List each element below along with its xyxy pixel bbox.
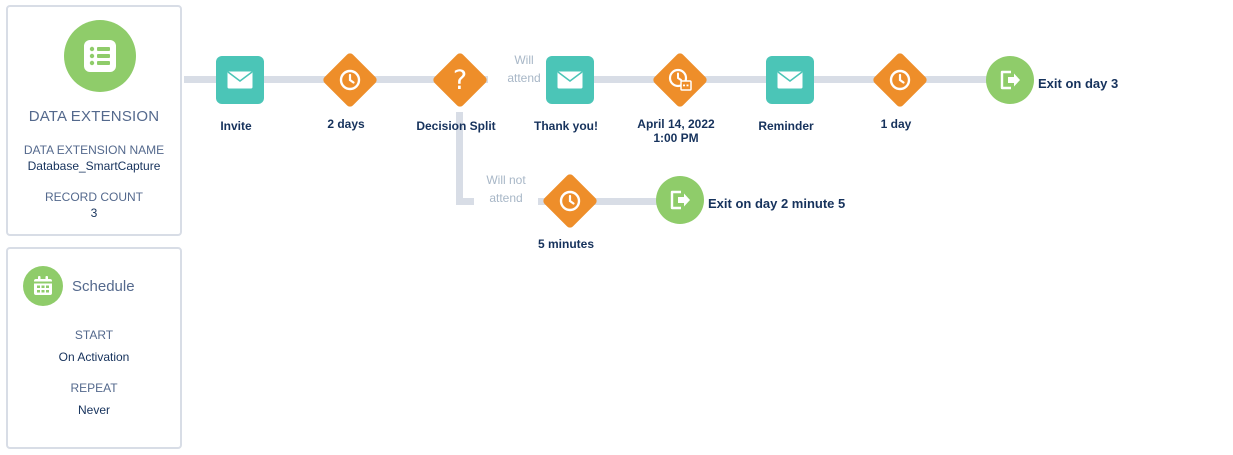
wait-until-time-value: 1:00 PM <box>653 131 699 145</box>
schedule-repeat-value: Never <box>77 403 110 417</box>
data-extension-name-value: Database_SmartCapture <box>27 159 161 173</box>
wait-label-1-day: 1 day <box>880 117 912 131</box>
wait-label-2-days: 2 days <box>327 117 365 131</box>
wait-until-date-value: April 14, 2022 <box>637 117 715 131</box>
exit-label-top: Exit on day 3 <box>1038 76 1119 91</box>
clock-icon <box>330 60 370 100</box>
branch-vertical-path <box>456 112 463 205</box>
record-count-value: 3 <box>90 206 98 220</box>
schedule-card[interactable]: Schedule START On Activation REPEAT Neve… <box>6 247 182 449</box>
entry-source-title: DATA EXTENSION <box>28 108 160 125</box>
decision-split-label: Decision Split <box>416 119 496 133</box>
schedule-title: Schedule <box>72 278 135 295</box>
email-label-thank-you: Thank you! <box>533 119 598 133</box>
clock-icon <box>550 181 590 221</box>
exit-activity-top[interactable] <box>986 56 1034 104</box>
clock-calendar-icon <box>660 60 700 100</box>
wait-until-date-label: April 14, 2022 1:00 PM <box>616 117 736 145</box>
exit-label-bottom: Exit on day 2 minute 5 <box>708 196 846 211</box>
wait-label-5-minutes: 5 minutes <box>537 237 594 251</box>
exit-icon <box>1000 70 1020 90</box>
schedule-start-value: On Activation <box>58 350 130 364</box>
exit-activity-bottom[interactable] <box>656 176 704 224</box>
exit-icon <box>670 190 690 210</box>
calendar-icon <box>23 266 63 306</box>
data-extension-name-label: DATA EXTENSION NAME <box>23 143 165 157</box>
email-label-invite: Invite <box>220 119 252 133</box>
question-icon: ? <box>452 64 468 96</box>
schedule-repeat-label: REPEAT <box>70 381 118 395</box>
email-activity-reminder[interactable] <box>766 56 814 104</box>
branch-label-bg <box>474 170 538 210</box>
email-label-reminder: Reminder <box>758 119 814 133</box>
clock-icon <box>880 60 920 100</box>
branch-label-will-attend: Will attend <box>507 53 541 85</box>
envelope-icon <box>557 71 583 89</box>
email-activity-invite[interactable] <box>216 56 264 104</box>
email-activity-thank-you[interactable] <box>546 56 594 104</box>
entry-source-card[interactable]: DATA EXTENSION DATA EXTENSION NAME Datab… <box>6 5 182 236</box>
branch-label-will-not-attend: Will not attend <box>486 173 526 205</box>
record-count-label: RECORD COUNT <box>45 190 143 204</box>
schedule-start-label: START <box>74 328 114 342</box>
data-extension-icon <box>64 20 136 92</box>
envelope-icon <box>777 71 803 89</box>
envelope-icon <box>227 71 253 89</box>
journey-main-path <box>184 76 1014 83</box>
